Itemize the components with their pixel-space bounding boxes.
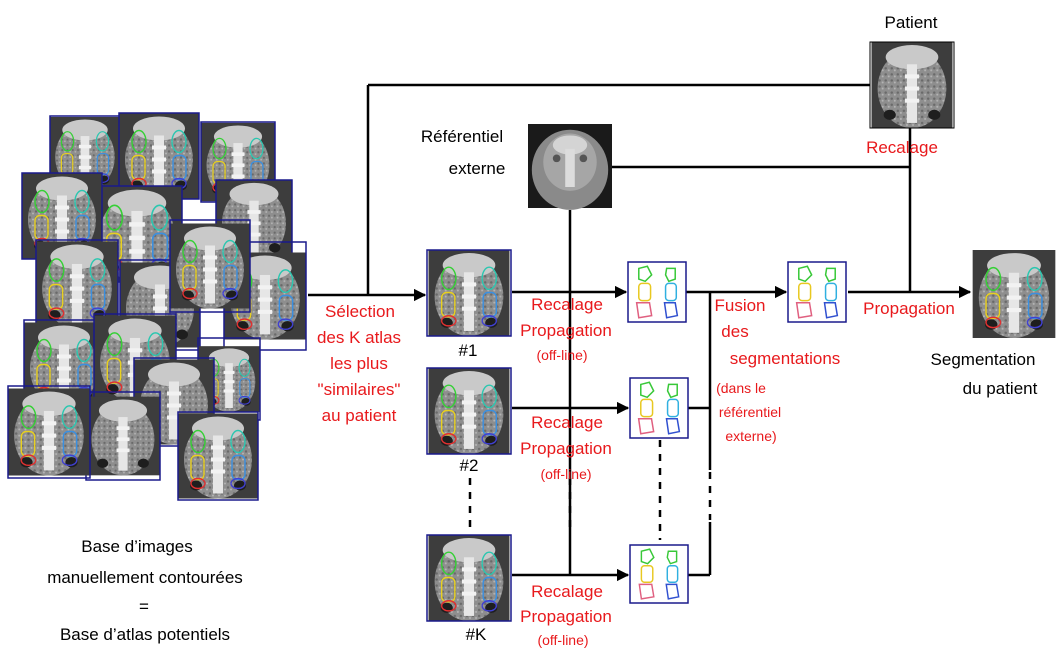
base-label-line3: = — [139, 597, 149, 616]
atlas-k-step3: (off-line) — [537, 632, 588, 648]
fusion-label-line1: Fusion — [714, 296, 765, 315]
patient-image — [869, 41, 955, 129]
result-label-line1: Segmentation — [931, 350, 1036, 369]
atlas-image-k — [426, 534, 512, 622]
patient-title: Patient — [885, 13, 938, 32]
fusion-label-line5: référentiel — [719, 404, 781, 420]
atlas-k-step1: Recalage — [531, 582, 603, 601]
fusion-label-line4: (dans le — [716, 380, 766, 396]
atlas-k-step2: Propagation — [520, 607, 612, 626]
selection-label-line3: les plus — [330, 354, 388, 373]
result-label-line2: du patient — [963, 379, 1038, 398]
fusion-label-line2: des — [721, 322, 748, 341]
atlas-1-step1: Recalage — [531, 295, 603, 314]
atlas-image-1 — [426, 249, 512, 337]
segmentation-2 — [629, 377, 689, 439]
atlas-1-step2: Propagation — [520, 321, 612, 340]
patient-recalage-label: Recalage — [866, 138, 938, 157]
atlas-1-label: #1 — [459, 341, 478, 360]
connector-lines — [308, 83, 972, 582]
base-label-line1: Base d’images — [81, 537, 193, 556]
base-label-line4: Base d’atlas potentiels — [60, 625, 230, 644]
fusion-label-line6: externe) — [725, 428, 776, 444]
referentiel-label-line1: Référentiel — [421, 127, 503, 146]
atlas-image-2 — [426, 367, 512, 455]
atlas-1-step3: (off-line) — [536, 347, 587, 363]
propagation-label: Propagation — [863, 299, 955, 318]
fused-segmentation — [787, 261, 847, 323]
atlas-k-label: #K — [466, 625, 487, 644]
atlas-2-step2: Propagation — [520, 439, 612, 458]
referentiel-externe-image — [528, 124, 612, 210]
atlas-2-step3: (off-line) — [540, 466, 591, 482]
segmentation-k — [629, 544, 689, 604]
selection-label-line1: Sélection — [325, 302, 395, 321]
atlas-2-label: #2 — [460, 456, 479, 475]
patient-segmentation-result-image — [973, 250, 1056, 338]
atlas-2-step1: Recalage — [531, 413, 603, 432]
atlas-database-stack — [7, 112, 307, 501]
referentiel-label-line2: externe — [449, 159, 506, 178]
selection-label-line4: "similaires" — [318, 380, 401, 399]
base-label-line2: manuellement contourées — [47, 568, 243, 587]
segmentation-1 — [627, 261, 687, 323]
fusion-label-line3: segmentations — [730, 349, 841, 368]
selection-label-line2: des K atlas — [317, 328, 401, 347]
selection-label-line5: au patient — [322, 406, 397, 425]
